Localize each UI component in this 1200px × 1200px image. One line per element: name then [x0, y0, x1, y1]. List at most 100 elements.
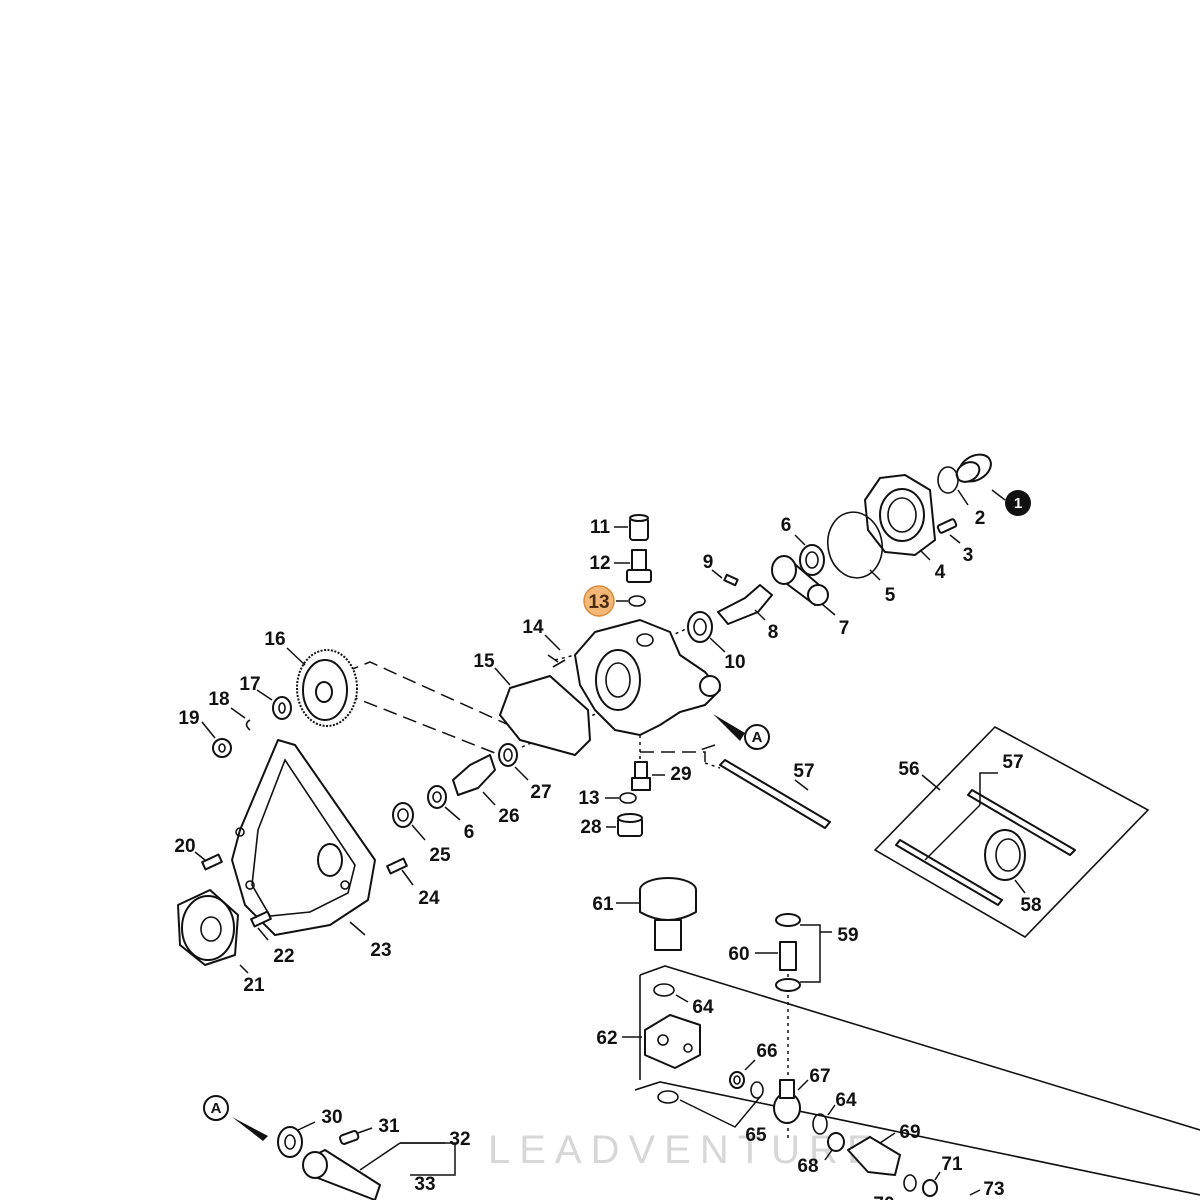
- gearbox-housing[interactable]: [574, 619, 721, 736]
- part-64-oring-b[interactable]: [812, 1113, 828, 1135]
- part-19-nut[interactable]: [212, 738, 232, 758]
- callout-65[interactable]: 65: [745, 1125, 767, 1146]
- callout-64-bottom[interactable]: 64: [835, 1090, 857, 1111]
- callout-25[interactable]: 25: [429, 845, 451, 866]
- callout-26[interactable]: 26: [498, 806, 519, 827]
- callout-20[interactable]: 20: [174, 836, 195, 857]
- part-4-housing[interactable]: [864, 474, 936, 556]
- callout-24[interactable]: 24: [418, 888, 440, 909]
- kit-56-box[interactable]: [873, 726, 1150, 939]
- part-62-block[interactable]: [644, 1014, 701, 1069]
- callout-16[interactable]: 16: [264, 629, 285, 650]
- part-27-seal[interactable]: [498, 743, 518, 767]
- part-24-screw[interactable]: [386, 857, 408, 875]
- callout-73[interactable]: 73: [983, 1179, 1004, 1200]
- part-61-accumulator[interactable]: [639, 877, 697, 951]
- callout-9[interactable]: 9: [703, 552, 714, 573]
- part-26-shaft[interactable]: [452, 754, 496, 796]
- callout-19[interactable]: 19: [178, 708, 199, 729]
- reference-a-top[interactable]: A: [713, 714, 770, 750]
- callout-71[interactable]: 71: [941, 1154, 963, 1175]
- part-14-pin[interactable]: [547, 654, 566, 668]
- callout-4[interactable]: 4: [935, 562, 946, 583]
- part-68-fitting[interactable]: [827, 1132, 845, 1152]
- callout-56[interactable]: 56: [898, 759, 919, 780]
- part-16-gear[interactable]: [296, 649, 358, 727]
- callout-22[interactable]: 22: [273, 946, 294, 967]
- callout-21[interactable]: 21: [243, 975, 265, 996]
- callout-67[interactable]: 67: [809, 1066, 830, 1087]
- part-31-pin[interactable]: [339, 1130, 360, 1145]
- part-67-banjo[interactable]: [773, 1079, 801, 1124]
- callout-61[interactable]: 61: [592, 894, 614, 915]
- part-12-fitting[interactable]: [626, 549, 652, 583]
- callout-30[interactable]: 30: [321, 1107, 342, 1128]
- part-6-bearing-top[interactable]: [799, 544, 825, 576]
- part-13-oring-top[interactable]: [628, 595, 646, 607]
- callout-64-top[interactable]: 64: [692, 997, 714, 1018]
- part-20-screw[interactable]: [201, 853, 223, 871]
- callout-60[interactable]: 60: [728, 944, 749, 965]
- part-25-bearing[interactable]: [392, 802, 414, 828]
- callout-29[interactable]: 29: [670, 764, 691, 785]
- callout-5[interactable]: 5: [885, 585, 896, 606]
- part-29-fitting[interactable]: [631, 761, 651, 791]
- callout-58[interactable]: 58: [1020, 895, 1041, 916]
- callout-13-top[interactable]: 13: [588, 592, 609, 613]
- part-21-drum[interactable]: [177, 889, 239, 966]
- callout-31[interactable]: 31: [378, 1116, 400, 1137]
- callout-33[interactable]: 33: [414, 1174, 435, 1195]
- callout-17[interactable]: 17: [239, 674, 260, 695]
- part-18-clip[interactable]: [245, 719, 251, 731]
- part-70-oring[interactable]: [903, 1174, 917, 1192]
- part-59-clamps[interactable]: [775, 913, 801, 992]
- callout-6-bottom[interactable]: 6: [464, 822, 475, 843]
- part-1-badge[interactable]: 1: [1005, 490, 1031, 516]
- part-71-fitting[interactable]: [922, 1179, 938, 1197]
- callout-59[interactable]: 59: [837, 925, 858, 946]
- part-17-washer[interactable]: [272, 696, 292, 720]
- part-23-cover[interactable]: [231, 739, 376, 936]
- part-66-washer[interactable]: [729, 1071, 745, 1089]
- reference-a-bottom[interactable]: A: [203, 1095, 268, 1141]
- callout-62[interactable]: 62: [596, 1028, 617, 1049]
- callout-57-rod[interactable]: 57: [793, 761, 814, 782]
- callout-11[interactable]: 11: [590, 517, 611, 538]
- part-1-cap[interactable]: [937, 449, 996, 494]
- part-11-sleeve[interactable]: [629, 514, 649, 541]
- callout-32[interactable]: 32: [449, 1129, 470, 1150]
- part-65-oring-b[interactable]: [750, 1081, 764, 1099]
- part-57-rod[interactable]: [719, 759, 831, 829]
- callout-14[interactable]: 14: [522, 617, 544, 638]
- part-60-hose[interactable]: [779, 941, 797, 971]
- part-5-oring[interactable]: [823, 508, 888, 582]
- part-9-key[interactable]: [723, 573, 739, 587]
- callout-8[interactable]: 8: [768, 622, 779, 643]
- callout-7[interactable]: 7: [839, 618, 850, 639]
- callout-13-bottom[interactable]: 13: [578, 788, 599, 809]
- callout-10[interactable]: 10: [724, 652, 745, 673]
- callout-68[interactable]: 68: [797, 1156, 818, 1177]
- part-10-bearing[interactable]: [687, 611, 713, 643]
- callout-27[interactable]: 27: [530, 782, 551, 803]
- part-15-gasket[interactable]: [499, 675, 591, 756]
- callout-6-top[interactable]: 6: [781, 515, 792, 536]
- part-8-shaft[interactable]: [717, 584, 773, 625]
- callout-15[interactable]: 15: [473, 651, 495, 672]
- part-6-bearing-bottom[interactable]: [427, 785, 447, 809]
- part-65-oring[interactable]: [657, 1090, 679, 1104]
- callout-3[interactable]: 3: [963, 545, 974, 566]
- part-69-valve[interactable]: [847, 1136, 901, 1176]
- callout-18[interactable]: 18: [208, 689, 229, 710]
- part-3-screw[interactable]: [936, 518, 958, 534]
- callout-23[interactable]: 23: [370, 940, 391, 961]
- callout-69[interactable]: 69: [899, 1122, 920, 1143]
- callout-66[interactable]: 66: [756, 1041, 777, 1062]
- part-30-washer[interactable]: [277, 1126, 303, 1158]
- callout-12[interactable]: 12: [589, 553, 610, 574]
- callout-2[interactable]: 2: [975, 508, 986, 529]
- part-7-con-rod[interactable]: [771, 555, 829, 606]
- part-64-oring-a[interactable]: [653, 983, 675, 997]
- part-13-oring-bottom[interactable]: [619, 792, 637, 804]
- callout-57-kit[interactable]: 57: [1002, 752, 1023, 773]
